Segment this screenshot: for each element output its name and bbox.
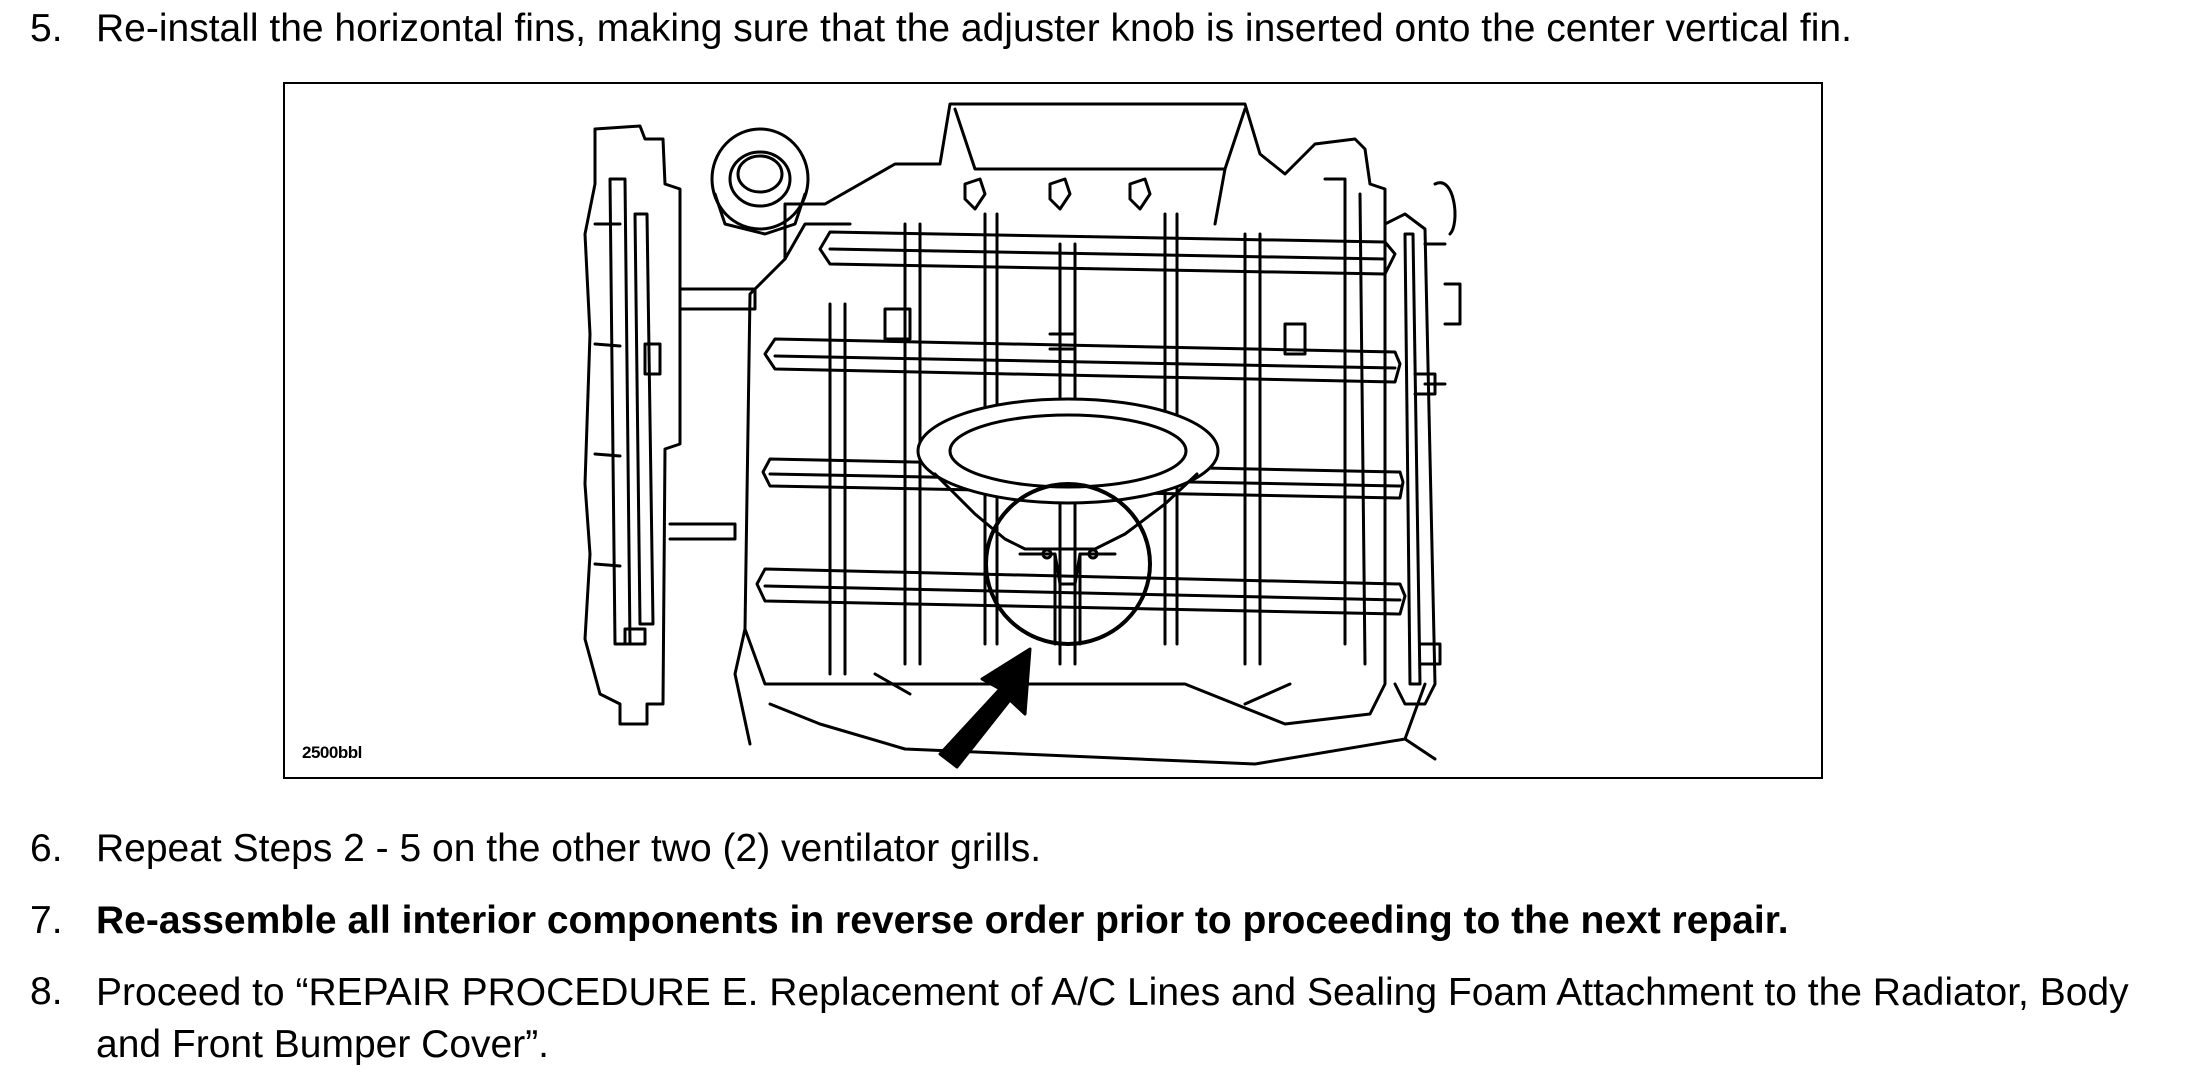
figure-ventilator-grill: 2500bbl: [283, 82, 1823, 779]
step-number: 8.: [30, 970, 63, 1013]
step-text: Re-assemble all interior components in r…: [96, 899, 1789, 942]
step-number: 5.: [30, 7, 63, 50]
pointer-arrow: [938, 647, 1032, 769]
step-text: Repeat Steps 2 - 5 on the other two (2) …: [96, 827, 1042, 870]
step-number: 7.: [30, 899, 63, 942]
ventilator-grill-illustration: [583, 102, 1462, 769]
callout-circle: [984, 482, 1152, 646]
step-number: 6.: [30, 827, 63, 870]
round-boss: [710, 127, 810, 236]
right-bracket: [1383, 181, 1462, 706]
step-text: Re-install the horizontal fins, making s…: [96, 7, 1852, 50]
horizontal-fins: [755, 230, 1407, 616]
adjuster-knob: [916, 397, 1220, 646]
housing: [733, 102, 1437, 766]
step-text: Proceed to “REPAIR PROCEDURE E. Replacem…: [96, 971, 2129, 1066]
left-bracket: [583, 124, 757, 726]
figure-id-label: 2500bbl: [302, 743, 362, 762]
